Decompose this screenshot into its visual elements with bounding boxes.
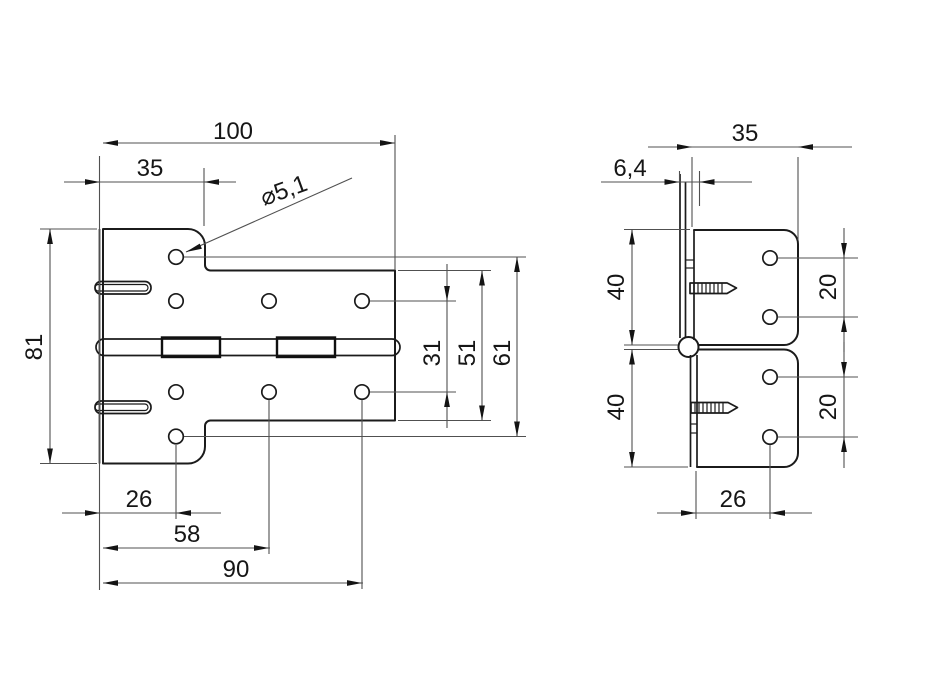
dim-label-26-front: 26 <box>126 486 153 513</box>
side-dimensions: 35 6,4 40 40 20 <box>601 120 858 519</box>
dim-label-hole-dia: ⌀5,1 <box>257 170 311 212</box>
dim-label-90: 90 <box>223 556 250 583</box>
dim-front-height-81: 81 <box>21 229 53 464</box>
dim-front-width-100: 100 <box>103 118 395 146</box>
dim-label-58: 58 <box>174 521 201 548</box>
dim-front-flap-35: 35 <box>64 155 236 185</box>
front-hinge-knuckle <box>95 336 401 359</box>
side-knuckle-pin <box>677 336 700 358</box>
dim-front-pitch-58: 58 <box>103 521 270 551</box>
dim-front-strip-51: 51 <box>454 270 485 421</box>
front-view <box>94 228 401 465</box>
side-upper-plate <box>693 229 799 346</box>
side-extension-lines <box>624 157 858 519</box>
knuckle-segment-4 <box>275 336 337 359</box>
dim-label-35-front: 35 <box>137 155 164 182</box>
hole-top <box>167 248 185 266</box>
front-dimensions: 100 35 ⌀5,1 81 31 <box>21 118 526 590</box>
side-lower-plate <box>696 348 799 468</box>
hole-row2-c2 <box>260 383 278 401</box>
hole-row1-c3 <box>353 292 371 310</box>
dim-side-leg-40-upper: 40 <box>603 229 635 345</box>
dim-front-pitch-26: 26 <box>62 486 221 516</box>
dim-side-leg-40-lower: 40 <box>603 349 635 467</box>
front-extension-lines <box>40 135 526 590</box>
front-holes <box>167 248 371 445</box>
side-hole-3 <box>761 368 779 386</box>
dim-side-pitch-20-upper: 20 <box>815 228 847 352</box>
front-outline <box>102 228 396 465</box>
hole-bottom <box>167 428 185 445</box>
knuckle-band <box>95 338 401 357</box>
hole-row1-c2 <box>260 292 278 310</box>
front-weld-stud-upper <box>94 280 152 295</box>
side-weld-stud-upper <box>689 282 738 295</box>
dim-front-pitch-90: 90 <box>103 556 363 586</box>
dim-side-offset-6-4: 6,4 <box>601 155 752 185</box>
side-view <box>677 174 799 468</box>
hole-row2-c1 <box>167 383 185 401</box>
dim-label-61: 61 <box>489 340 516 367</box>
dim-label-40-upper: 40 <box>603 274 630 301</box>
dim-label-31: 31 <box>419 340 446 367</box>
dim-label-35-side: 35 <box>732 120 759 147</box>
dim-front-rows-31: 31 <box>419 264 450 428</box>
dim-label-20-upper: 20 <box>815 274 842 301</box>
dim-label-6-4: 6,4 <box>613 155 646 182</box>
dim-label-20-lower: 20 <box>815 394 842 421</box>
hole-row2-c3 <box>353 383 371 401</box>
dim-label-81: 81 <box>21 334 48 361</box>
dim-label-51: 51 <box>454 340 481 367</box>
side-holes <box>761 249 779 446</box>
side-hole-1 <box>761 249 779 267</box>
dim-front-rows-61: 61 <box>489 257 520 437</box>
front-weld-stud-lower <box>94 400 152 415</box>
side-hole-4 <box>761 428 779 446</box>
dim-side-pitch-20-lower: 20 <box>815 342 847 468</box>
dim-side-inset-26: 26 <box>657 486 812 516</box>
hole-row1-c1 <box>167 292 185 310</box>
dim-label-40-lower: 40 <box>603 394 630 421</box>
side-weld-stud-lower <box>690 401 739 414</box>
dim-side-depth-35: 35 <box>648 120 852 150</box>
side-hole-2 <box>761 308 779 326</box>
dim-label-26-side: 26 <box>720 486 747 513</box>
knuckle-segment-2 <box>160 336 222 359</box>
dim-label-100: 100 <box>213 118 253 145</box>
